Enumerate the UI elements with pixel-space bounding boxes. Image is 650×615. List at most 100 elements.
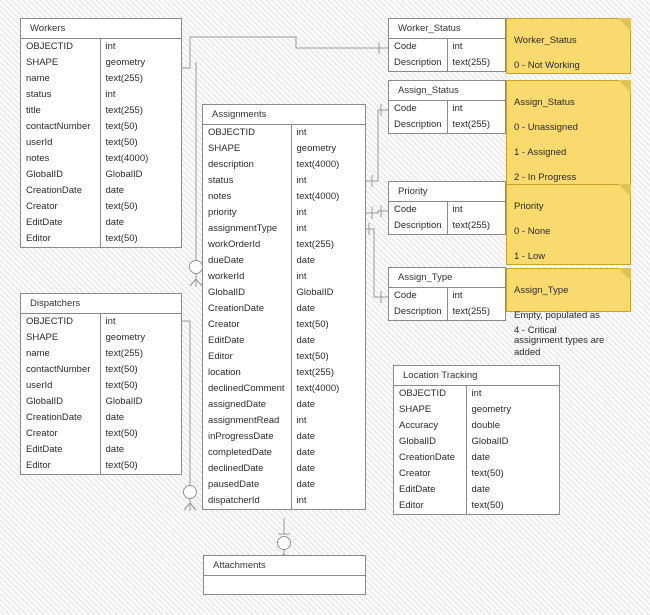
table-row: Editor text(50) <box>21 231 181 247</box>
table-row: Accuracy double <box>394 418 559 434</box>
field-type: text(50) <box>105 460 138 471</box>
note-line: 0 - Unassigned <box>514 122 578 134</box>
field-name: Creator <box>21 199 101 215</box>
field-type: GlobalID <box>296 287 334 298</box>
table-row: Editor text(50) <box>394 498 559 514</box>
field-name: Accuracy <box>394 418 467 434</box>
table-row: assignmentType int <box>203 221 365 237</box>
table-row: name text(255) <box>21 346 181 362</box>
entity-dispatchers[interactable]: Dispatchers OBJECTID int SHAPE geometry … <box>20 293 182 475</box>
field-type: geometry <box>105 57 146 68</box>
table-row: completedDate date <box>203 445 365 461</box>
table-row: Code int <box>389 39 505 55</box>
note-assign-type[interactable]: Assign_Type Empty, populated as assignme… <box>506 268 631 358</box>
field-name: GlobalID <box>203 285 292 301</box>
field-name: SHAPE <box>203 141 292 157</box>
field-name: name <box>21 71 101 87</box>
empty-field-row <box>204 576 365 594</box>
table-row: OBJECTID int <box>21 314 181 330</box>
field-type: date <box>471 452 491 463</box>
table-row: notes text(4000) <box>21 151 181 167</box>
field-name: notes <box>21 151 101 167</box>
field-type: int <box>105 89 116 100</box>
field-type: date <box>296 399 316 410</box>
entity-title-assign-status: Assign_Status <box>389 81 505 101</box>
entity-fields-workers: OBJECTID int SHAPE geometry name text(25… <box>21 39 181 247</box>
field-name: workOrderId <box>203 237 292 253</box>
connector-workers-status-to-worker-status <box>182 36 388 74</box>
table-row: contactNumber text(50) <box>21 362 181 378</box>
note-worker-status[interactable]: Worker_Status 0 - Not Working 1 - Workin… <box>506 18 631 121</box>
entity-title-assignments: Assignments <box>203 105 365 125</box>
table-row: EditDate date <box>203 333 365 349</box>
field-type: int <box>105 316 116 327</box>
entity-workers[interactable]: Workers OBJECTID int SHAPE geometry name… <box>20 18 182 248</box>
field-name: status <box>203 173 292 189</box>
table-row: Description text(255) <box>389 218 505 234</box>
entity-assign-type[interactable]: Assign_Type Code int Description text(25… <box>388 267 506 321</box>
note-priority[interactable]: Priority 0 - None 1 - Low 2 - Medium 3 -… <box>506 184 631 336</box>
field-type: int <box>296 223 307 234</box>
field-type: text(4000) <box>296 383 340 394</box>
entity-title-priority: Priority <box>389 182 505 202</box>
table-row: assignmentRead int <box>203 413 365 429</box>
table-row: location text(255) <box>203 365 365 381</box>
table-row: workerId int <box>203 269 365 285</box>
field-name: Editor <box>21 458 101 474</box>
field-name: Description <box>389 117 448 133</box>
entity-location-tracking[interactable]: Location Tracking OBJECTID int SHAPE geo… <box>393 365 560 515</box>
field-type: int <box>296 495 307 506</box>
field-type: int <box>452 290 463 301</box>
table-row: SHAPE geometry <box>203 141 365 157</box>
table-row: GlobalID GlobalID <box>21 167 181 183</box>
field-name: Editor <box>203 349 292 365</box>
field-name: EditDate <box>394 482 467 498</box>
field-name: Code <box>389 202 448 218</box>
note-line: 4 - Critical <box>514 325 557 337</box>
note-title: Assign_Status <box>514 97 575 109</box>
table-row: name text(255) <box>21 71 181 87</box>
table-row: Creator text(50) <box>394 466 559 482</box>
table-row: Code int <box>389 202 505 218</box>
entity-title-assign-type: Assign_Type <box>389 268 505 288</box>
field-type: GlobalID <box>105 169 143 180</box>
note-title: Worker_Status <box>514 35 577 47</box>
field-name: GlobalID <box>394 434 467 450</box>
field-type: geometry <box>105 332 146 343</box>
field-type: text(4000) <box>105 153 149 164</box>
entity-worker-status[interactable]: Worker_Status Code int Description text(… <box>388 18 506 72</box>
field-type: int <box>296 207 307 218</box>
connector-assignments-status-to-assign-status <box>366 104 388 187</box>
field-type: int <box>452 41 463 52</box>
connector-assignments-workerid-to-workers <box>188 68 204 287</box>
entity-fields-location-tracking: OBJECTID int SHAPE geometry Accuracy dou… <box>394 386 559 514</box>
connector-assignments-dispatcherid-to-dispatchers <box>182 320 198 511</box>
note-assign-status[interactable]: Assign_Status 0 - Unassigned 1 - Assigne… <box>506 80 631 282</box>
field-type: text(50) <box>105 233 138 244</box>
field-name: userId <box>21 135 101 151</box>
entity-attachments[interactable]: Attachments <box>203 555 366 595</box>
field-type: text(50) <box>105 201 138 212</box>
field-type: int <box>452 204 463 215</box>
note-line: 0 - None <box>514 226 551 238</box>
field-name: workerId <box>203 269 292 285</box>
note-line: 0 - Not Working <box>514 60 580 72</box>
table-row: OBJECTID int <box>203 125 365 141</box>
field-type: date <box>296 335 316 346</box>
field-name: dueDate <box>203 253 292 269</box>
table-row: pausedDate date <box>203 477 365 493</box>
field-name: Editor <box>394 498 467 514</box>
table-row: GlobalID GlobalID <box>203 285 365 301</box>
field-type: GlobalID <box>471 436 509 447</box>
table-row: dispatcherId int <box>203 493 365 509</box>
field-type: int <box>296 271 307 282</box>
entity-priority[interactable]: Priority Code int Description text(255) <box>388 181 506 235</box>
table-row: Description text(255) <box>389 55 505 71</box>
entity-assignments[interactable]: Assignments OBJECTID int SHAPE geometry … <box>202 104 366 510</box>
field-type: text(255) <box>105 348 144 359</box>
table-row: Description text(255) <box>389 304 505 320</box>
entity-assign-status[interactable]: Assign_Status Code int Description text(… <box>388 80 506 134</box>
field-type: text(50) <box>296 351 329 362</box>
field-type: text(4000) <box>296 159 340 170</box>
table-row: description text(4000) <box>203 157 365 173</box>
